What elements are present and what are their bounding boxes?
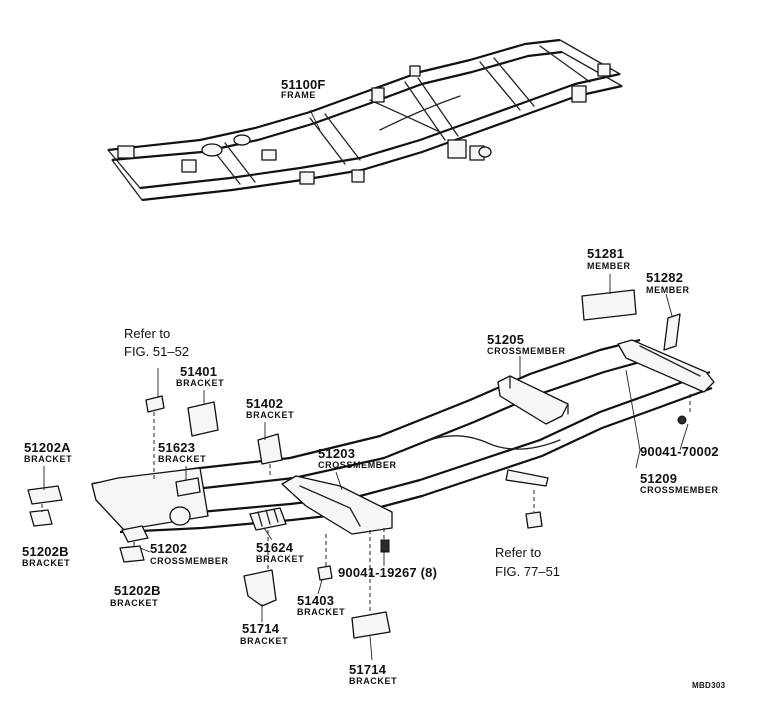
label-51202b-2-name: BRACKET [110, 598, 159, 608]
exploded-frame-drawing [27, 109, 715, 661]
label-ref-51-52-line1: Refer to [124, 326, 171, 341]
label-51202b-number: 51202B [22, 544, 69, 559]
label-51202b-2-number: 51202B [114, 583, 161, 598]
label-51282-number: 51282 [646, 270, 684, 285]
label-51202a-number: 51202A [24, 440, 71, 455]
label-90041-19267-number: 90041-19267 (8) [338, 565, 438, 580]
label-ref-77-51-line1: Refer to [495, 545, 542, 560]
label-51281-number: 51281 [587, 246, 625, 261]
label-51623-name: BRACKET [158, 454, 207, 464]
label-51624-name: BRACKET [256, 554, 305, 564]
label-51281-name: MEMBER [587, 261, 631, 271]
label-51202-name: CROSSMEMBER [150, 556, 229, 566]
label-51714-2-number: 51714 [349, 662, 387, 677]
label-ref-51-52-line2: FIG. 51–52 [124, 344, 190, 359]
label-51100f-number: 51100F [281, 77, 326, 92]
label-51401-number: 51401 [180, 364, 218, 379]
label-51402-number: 51402 [246, 396, 284, 411]
label-51714-number: 51714 [242, 621, 280, 636]
label-51623-number: 51623 [158, 440, 196, 455]
label-51209-number: 51209 [640, 471, 678, 486]
label-51202b-name: BRACKET [22, 558, 71, 568]
label-51403-name: BRACKET [297, 607, 346, 617]
label-51401-name: BRACKET [176, 378, 225, 388]
label-51714-name: BRACKET [240, 636, 289, 646]
label-51202a-name: BRACKET [24, 454, 73, 464]
label-51403-number: 51403 [297, 593, 335, 608]
label-51203-number: 51203 [318, 446, 356, 461]
diagram-code: MBD303 [692, 681, 726, 690]
label-51203-name: CROSSMEMBER [318, 460, 397, 470]
label-51209-name: CROSSMEMBER [640, 485, 719, 495]
label-51100f-name: FRAME [281, 90, 316, 100]
label-90041-70002-number: 90041-70002 [640, 444, 719, 459]
label-51402-name: BRACKET [246, 410, 295, 420]
label-ref-77-51-line2: FIG. 77–51 [495, 564, 561, 579]
label-51202-number: 51202 [150, 541, 188, 556]
label-51624-number: 51624 [256, 540, 294, 555]
label-51714-2-name: BRACKET [349, 676, 398, 686]
label-51282-name: MEMBER [646, 285, 690, 295]
label-51205-number: 51205 [487, 332, 525, 347]
frame-assembly-drawing [107, 38, 623, 202]
label-51205-name: CROSSMEMBER [487, 346, 566, 356]
